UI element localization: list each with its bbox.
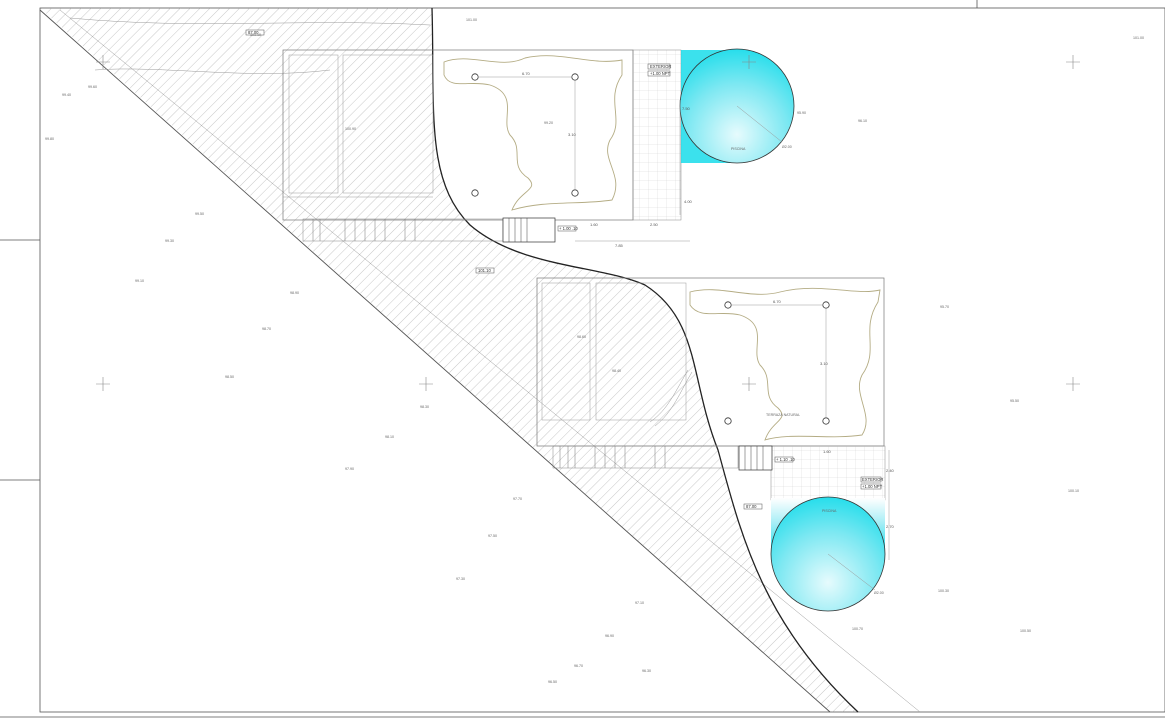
lower-terrace-dim-a: 2.40 (886, 468, 895, 473)
upper-area-label: 87.00 (248, 30, 259, 35)
elevation-point-label: 99.60 (88, 85, 97, 89)
elevation-point-label: 99.10 (135, 279, 144, 283)
elevation-point-label: 97.90 (345, 467, 354, 471)
elevation-point-label: 98.70 (262, 327, 271, 331)
elevation-point-label: 100.10 (1068, 489, 1079, 493)
lower-patio-dim-width: 6.70 (773, 299, 782, 304)
elevation-point-label: 99.20 (544, 121, 553, 125)
upper-terrace-dim-c: 2.50 (650, 222, 659, 227)
elevation-point-label: 100.70 (852, 627, 863, 631)
lower-stair-dim-a: 1.60 (823, 449, 832, 454)
site-label-mid: 101.10 (478, 268, 491, 273)
elevation-point-label: 95.50 (1010, 399, 1019, 403)
elevation-point-label: 97.30 (456, 577, 465, 581)
lower-terrace-label: EXTERIOR (862, 477, 883, 482)
elevation-point-label: 98.10 (385, 435, 394, 439)
elevation-point-label: 99.80 (45, 137, 54, 141)
elevation-point-label: 98.30 (420, 405, 429, 409)
elevation-point-label: 99.30 (165, 239, 174, 243)
elevation-point-label: 96.30 (642, 669, 651, 673)
lower-garden-label: TERRAZA NATURAL (766, 413, 800, 417)
elevation-point-label: 97.10 (635, 601, 644, 605)
upper-pool-dim: Ø2.00 (782, 145, 792, 149)
elevation-point-label: 98.90 (290, 291, 299, 295)
elevation-point-label: 100.90 (345, 127, 356, 131)
upper-patio-dim-depth: 3.10 (568, 132, 577, 137)
upper-terrace-dim-b: 4.00 (684, 199, 693, 204)
lower-unit: 6.70 3.10 TERRAZA NATURAL EXTERIOR +1.00… (536, 277, 895, 612)
site-label-top: 101.10 (250, 33, 261, 37)
lower-patio-dim-depth: 3.10 (820, 361, 829, 366)
elevation-point-label: 98.60 (577, 335, 586, 339)
elevation-points: 99.40 99.60 99.80 99.50 99.30 99.10 98.90 98.70… (45, 85, 1079, 684)
elevation-point-label: 96.10 (858, 119, 867, 123)
elevation-point-label: 96.50 (548, 680, 557, 684)
lower-terrace-level: +1.00 NPT (862, 484, 883, 489)
elevation-point-label: 96.90 (605, 634, 614, 638)
upper-stair (502, 217, 556, 243)
site-label-top-right: 101.00 (1133, 36, 1144, 40)
upper-garden-edge (443, 55, 623, 211)
property-line-diagonal (39, 9, 831, 713)
elevation-point-label: 97.50 (488, 534, 497, 538)
lower-terrace-dim-b: 2.70 (886, 524, 895, 529)
elevation-point-label: 98.50 (225, 375, 234, 379)
elevation-point-label: 100.30 (938, 589, 949, 593)
lower-stair (738, 445, 773, 471)
elevation-point-label: 95.90 (797, 111, 806, 115)
site-label-access: 101.00 (466, 18, 477, 22)
upper-terrace-grid (632, 49, 682, 221)
elevation-point-label: 100.50 (1020, 629, 1031, 633)
survey-crosshairs (96, 55, 1080, 391)
lower-terrace-grid (770, 445, 886, 501)
upper-terrace-label: EXTERIOR (650, 64, 671, 69)
lower-garden-edge (689, 287, 881, 441)
elevation-point-label: 95.70 (940, 305, 949, 309)
upper-level-box: + 1.00 .10 (559, 226, 578, 231)
lower-pool-dim: Ø2.00 (874, 591, 884, 595)
upper-patio-dim-width: 6.70 (522, 71, 531, 76)
elevation-point-label: 96.70 (574, 664, 583, 668)
upper-stair-dim-a: 1.60 (590, 222, 599, 227)
upper-stair-dim-b: 7.85 (615, 243, 624, 248)
elevation-point-label: 99.50 (195, 212, 204, 216)
lower-level-box: + 1.10 .10 (776, 457, 795, 462)
elevation-point-label: 99.40 (62, 93, 71, 97)
road-edge-curve (431, 7, 859, 713)
upper-terrace-dim-a: 7.50 (682, 106, 691, 111)
lower-area-label: 87.00 (746, 504, 757, 509)
upper-terrace-level: +1.00 NPT (650, 71, 671, 76)
upper-unit: 6.70 3.10 EXTERIOR +1.00 NPT PISCINA Ø2.… (245, 29, 795, 248)
upper-pool-label: PISCINA (731, 147, 746, 151)
lower-pool-label: PISCINA (822, 509, 837, 513)
elevation-point-label: 97.70 (513, 497, 522, 501)
elevation-point-label: 98.40 (612, 369, 621, 373)
hatched-slope-area (40, 8, 858, 712)
